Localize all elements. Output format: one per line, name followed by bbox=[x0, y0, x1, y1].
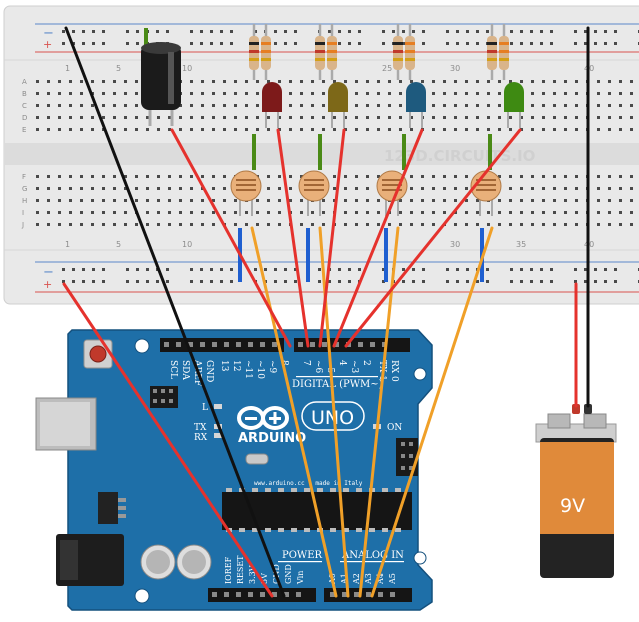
electrolytic-capacitor bbox=[141, 42, 181, 126]
svg-text:~11: ~11 bbox=[243, 360, 253, 379]
arduino-logo-icon bbox=[237, 406, 289, 430]
rail-plus-bottom: + bbox=[43, 278, 52, 291]
rx-label: RX bbox=[194, 433, 208, 443]
wire-analog-a3 bbox=[370, 226, 494, 598]
battery-label-band bbox=[540, 442, 614, 482]
power-label: POWER bbox=[282, 550, 323, 561]
svg-text:E: E bbox=[22, 126, 26, 134]
on-label: ON bbox=[387, 423, 402, 433]
svg-text:A3: A3 bbox=[364, 573, 373, 585]
led-blue bbox=[406, 82, 426, 128]
resistor-4 bbox=[487, 24, 509, 80]
battery-label: 9V bbox=[560, 495, 585, 517]
url-text: www.arduino.cc - made in Italy bbox=[254, 480, 363, 487]
reset-button bbox=[89, 345, 107, 363]
svg-text:1: 1 bbox=[65, 64, 70, 73]
svg-text:~6: ~6 bbox=[313, 360, 323, 374]
svg-text:~10: ~10 bbox=[255, 360, 265, 379]
battery-9v: 9V bbox=[535, 404, 617, 578]
svg-text:IOREF: IOREF bbox=[224, 556, 233, 584]
icsp-header-right bbox=[396, 438, 418, 476]
svg-text:10: 10 bbox=[182, 64, 192, 73]
svg-text:A4: A4 bbox=[376, 573, 385, 585]
svg-text:A1: A1 bbox=[340, 573, 349, 585]
photoresistor-2 bbox=[298, 170, 330, 216]
uno-label: UNO bbox=[311, 407, 354, 429]
arduino-brand: ARDUINO bbox=[238, 431, 306, 446]
resistor-1 bbox=[249, 24, 271, 80]
svg-text:RX 0: RX 0 bbox=[389, 360, 399, 382]
svg-text:4: 4 bbox=[337, 360, 347, 366]
components bbox=[141, 24, 524, 282]
svg-text:5: 5 bbox=[116, 64, 121, 73]
svg-text:SCL: SCL bbox=[168, 360, 178, 379]
wire-led-green-digital bbox=[344, 128, 522, 348]
svg-text:~3: ~3 bbox=[349, 360, 359, 374]
svg-text:2: 2 bbox=[361, 360, 371, 366]
resistor-2 bbox=[315, 24, 337, 80]
wire-led-blue-digital bbox=[332, 128, 424, 348]
led-yellow bbox=[328, 82, 348, 128]
svg-text:A: A bbox=[22, 78, 27, 86]
svg-text:RESET: RESET bbox=[236, 555, 245, 584]
svg-text:5V: 5V bbox=[260, 573, 269, 584]
wire-led-yellow-digital bbox=[318, 128, 346, 348]
tx-label: TX bbox=[194, 423, 207, 433]
svg-text:I: I bbox=[22, 209, 24, 217]
svg-text:3.3V: 3.3V bbox=[248, 565, 257, 584]
svg-text:F: F bbox=[22, 173, 26, 181]
breadboard-holes bbox=[36, 30, 639, 283]
svg-text:7: 7 bbox=[301, 360, 311, 366]
svg-text:SDA: SDA bbox=[180, 360, 190, 380]
crystal bbox=[245, 453, 269, 465]
svg-text:25: 25 bbox=[382, 64, 392, 73]
row-letters: A B C D E F G H I J bbox=[21, 78, 27, 229]
resistor-3 bbox=[393, 24, 415, 80]
wire-analog-a0 bbox=[250, 226, 338, 598]
photoresistor-1 bbox=[230, 170, 262, 216]
svg-text:13: 13 bbox=[219, 360, 229, 372]
wires bbox=[62, 26, 590, 598]
svg-text:J: J bbox=[21, 221, 24, 229]
wire-capacitor-digital bbox=[170, 128, 292, 348]
svg-text:GND: GND bbox=[204, 360, 214, 382]
svg-text:~9: ~9 bbox=[267, 360, 277, 374]
svg-text:A5: A5 bbox=[388, 573, 397, 585]
analog-label: ANALOG IN bbox=[341, 550, 404, 561]
svg-text:30: 30 bbox=[450, 64, 460, 73]
wire-gnd bbox=[64, 26, 286, 598]
svg-text:Vin: Vin bbox=[296, 571, 305, 585]
svg-text:35: 35 bbox=[516, 240, 526, 249]
svg-text:30: 30 bbox=[450, 240, 460, 249]
digital-header-right bbox=[294, 338, 410, 352]
led-red bbox=[262, 82, 282, 128]
arduino-board: SCL SDA AREF GND 13 12 ~11 ~10 ~9 8 7 ~6… bbox=[35, 329, 433, 611]
svg-text:1: 1 bbox=[65, 240, 70, 249]
svg-text:A2: A2 bbox=[352, 573, 361, 585]
svg-text:B: B bbox=[22, 90, 27, 98]
svg-text:10: 10 bbox=[182, 240, 192, 249]
digital-header-left bbox=[160, 338, 284, 352]
rail-minus-bottom: − bbox=[43, 265, 54, 280]
wire-led-red-digital bbox=[276, 128, 310, 348]
svg-text:GND: GND bbox=[284, 564, 293, 584]
svg-text:D: D bbox=[22, 114, 27, 122]
wire-5v bbox=[62, 282, 274, 598]
l-label: L bbox=[202, 403, 208, 413]
led-green bbox=[504, 82, 524, 128]
digital-label: DIGITAL (PWM~) bbox=[292, 379, 383, 390]
rail-plus-top: + bbox=[43, 38, 52, 51]
watermark: 123D.CIRCUITS.IO bbox=[384, 147, 535, 165]
voltage-regulator bbox=[98, 492, 118, 524]
svg-text:H: H bbox=[22, 197, 27, 205]
svg-text:12: 12 bbox=[231, 360, 241, 371]
svg-text:G: G bbox=[22, 185, 27, 193]
rail-minus-top: − bbox=[43, 26, 54, 41]
wire-analog-a1 bbox=[318, 226, 350, 598]
svg-text:C: C bbox=[22, 102, 27, 110]
svg-text:5: 5 bbox=[116, 240, 121, 249]
